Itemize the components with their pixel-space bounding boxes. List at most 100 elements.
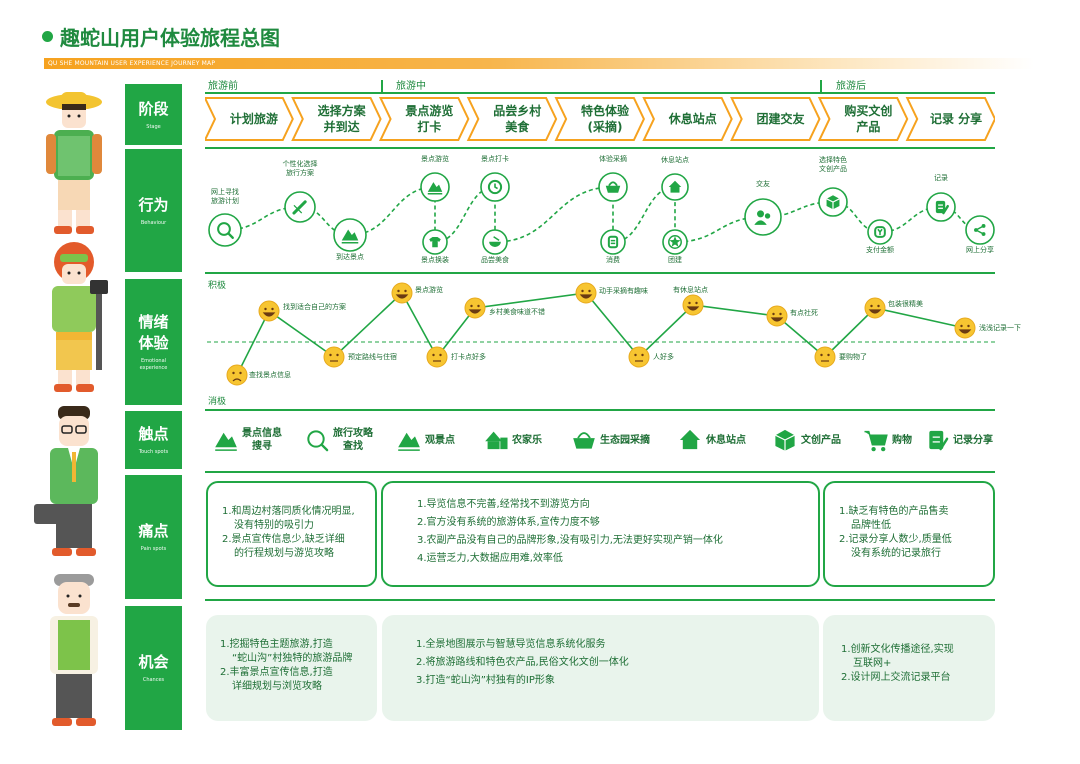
stage-label: 选择方案并到达 (303, 103, 381, 135)
pain-line: 1.缺乏有特色的产品售卖 (839, 506, 949, 517)
touchpoint-label: 观景点 (425, 434, 455, 447)
emotion-face-neutral (628, 346, 650, 368)
pain-line: 4.运营乏力,大数据应用难,效率低 (417, 553, 563, 564)
stage-chevrons (205, 97, 995, 141)
emotion-chart (207, 282, 995, 386)
touchpoint-label-line1: 文创产品 (801, 435, 841, 446)
emotion-face-happy (864, 297, 886, 319)
behaviour-label-line1: 个性化选择 (282, 160, 318, 168)
row-label-text: 情绪 (138, 313, 169, 331)
emotion-face-happy (464, 297, 486, 319)
stage-label-line2: 美食 (505, 120, 530, 134)
behaviour-label-line1: 消费 (606, 256, 620, 264)
touchpoint-label: 生态园采摘 (600, 434, 650, 447)
behaviour-label-line1: 景点游览 (421, 155, 449, 163)
pain-line: 2.记录分享人数少,质量低 (839, 534, 952, 545)
row-label-en: Emotional (140, 358, 167, 364)
row-divider (205, 147, 995, 149)
emotion-face-happy (954, 317, 976, 339)
row-label-text: 痛点 (138, 522, 169, 540)
title-bullet (42, 31, 53, 42)
pain-line: 2.官方没有系统的旅游体系,宣传力度不够 (417, 517, 600, 528)
touchpoint-label: 农家乐 (512, 434, 542, 447)
row-label-en: Stage (146, 123, 161, 130)
phase-divider-line (205, 92, 995, 94)
behaviour-label-line1: 网上寻找 (211, 188, 239, 196)
stage-label-line1: 计划旅游 (229, 112, 278, 126)
stage-label-line2: 并到达 (323, 120, 360, 134)
emotion-label: 浅浅记录一下 (979, 324, 1021, 332)
behaviour-label: 体验采摘 (573, 155, 653, 164)
behaviour-label: 景点打卡 (455, 155, 535, 164)
emotion-label: 景点游览 (415, 286, 443, 294)
behaviour-label-line1: 体验采摘 (599, 155, 627, 163)
touchpoint-label-line1: 观景点 (425, 435, 455, 446)
search-icon (307, 430, 329, 452)
row-label-text-2: 体验 (138, 334, 169, 352)
behaviour-node-8 (600, 229, 626, 255)
touchpoint-label-line1: 农家乐 (512, 435, 542, 446)
stage-chevron-0 (205, 97, 294, 141)
clock-icon (487, 179, 503, 195)
phase-during: 旅游中 (396, 81, 426, 92)
stage-chevron-6 (730, 97, 821, 141)
people-icon (754, 210, 771, 225)
behaviour-label-line1: 网上分享 (966, 246, 994, 254)
touchpoint-label-line1: 生态园采摘 (600, 435, 650, 446)
stage-label-line2: (采摘) (587, 120, 623, 134)
behaviour-label: 个性化选择旅行方案 (260, 160, 340, 178)
row-label-en: Behaviour (140, 219, 167, 226)
stage-label-line1: 选择方案 (317, 104, 366, 118)
stage-chevron-4 (554, 97, 645, 141)
stage-label: 购买文创产品 (829, 103, 907, 135)
touchpoint-label-line1: 记录分享 (953, 435, 993, 446)
star-icon (668, 235, 682, 249)
page-subtitle: QU SHE MOUNTAIN USER EXPERIENCE JOURNEY … (48, 60, 216, 67)
emotion-label: 包装很精美 (888, 300, 923, 308)
chances-line: 互联网+ (853, 658, 892, 669)
row-divider (205, 471, 995, 473)
emotion-label: 预定路线与住宿 (348, 353, 397, 361)
stage-label-line1: 品尝乡村 (493, 104, 542, 118)
phase-before: 旅游前 (208, 81, 238, 92)
behaviour-label-line1: 景点打卡 (481, 155, 509, 163)
phase-after: 旅游后 (836, 81, 866, 92)
touchpoint-label: 旅行攻略查找 (333, 427, 373, 453)
row-label-pain: 痛点 Pain spots (125, 475, 182, 599)
emotion-face-sad (226, 364, 248, 386)
row-divider (205, 599, 995, 601)
emotion-label: 找到适合自己的方案 (283, 303, 346, 311)
behaviour-label-line2: 文创产品 (819, 165, 847, 173)
chances-line: 3.打造“蛇山沟”村独有的IP形象 (416, 675, 555, 686)
touchpoint-label: 记录分享 (953, 434, 993, 447)
row-label-text: 触点 (138, 425, 169, 443)
row-label-chances: 机会 Chances (125, 606, 182, 730)
behaviour-label: 记录 (901, 174, 981, 183)
emotion-face-happy (258, 300, 280, 322)
row-divider (205, 409, 995, 411)
house-icon (679, 429, 701, 450)
row-label-text: 阶段 (138, 99, 169, 118)
emotion-positive-label: 积极 (208, 281, 227, 291)
behaviour-label: 团建 (635, 256, 715, 265)
row-label-text: 行为 (138, 195, 169, 214)
row-label-stage: 阶段 Stage (125, 84, 182, 145)
emotion-label: 查找景点信息 (249, 371, 291, 379)
basket-icon (605, 181, 621, 193)
behaviour-node-15 (965, 215, 995, 245)
pain-line: 1.导览信息不完善,经常找不到游览方向 (417, 499, 590, 510)
touchpoint-label-line2: 搜寻 (252, 441, 272, 452)
pain-line: 没有特别的吸引力 (234, 520, 314, 531)
behaviour-label: 选择特色文创产品 (793, 156, 873, 174)
pain-line: 的行程规划与游览攻略 (234, 548, 334, 559)
notebook-icon (929, 430, 949, 451)
touchpoint-label-line1: 景点信息 (242, 428, 282, 439)
emotion-face-neutral (426, 346, 448, 368)
behaviour-label-line1: 团建 (668, 256, 682, 264)
emotion-label: 动手采摘有趣味 (599, 287, 648, 295)
stage-label-line1: 团建交友 (756, 112, 805, 126)
search-icon (217, 222, 234, 239)
emotion-label: 人好多 (653, 353, 674, 361)
